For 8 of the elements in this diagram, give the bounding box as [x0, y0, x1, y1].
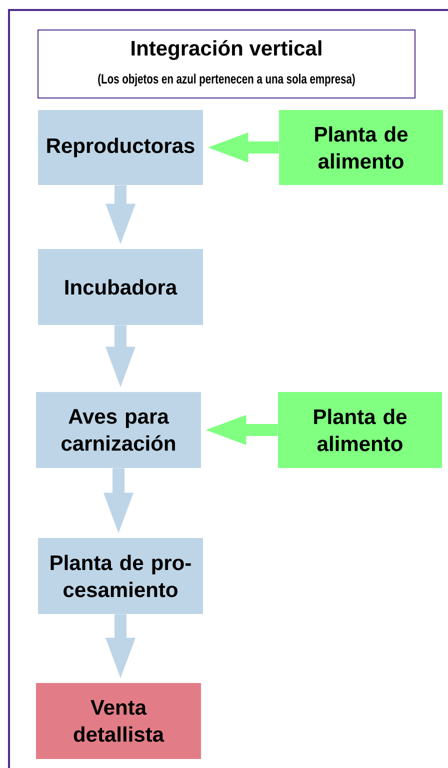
process-box: Aves para carnización [36, 392, 201, 468]
title-box: Integración vertical (Los objetos en azul pertenecen a una sola empresa) [38, 30, 416, 98]
retail-box: Venta detallista [36, 683, 201, 759]
supplier-box: Planta de alimento [279, 110, 443, 185]
process-box: Incubadora [38, 249, 203, 325]
supplier-box: Planta de alimento [278, 392, 442, 468]
process-box: Reproductoras [38, 110, 203, 185]
process-box: Planta de pro-cesamiento [38, 538, 203, 614]
